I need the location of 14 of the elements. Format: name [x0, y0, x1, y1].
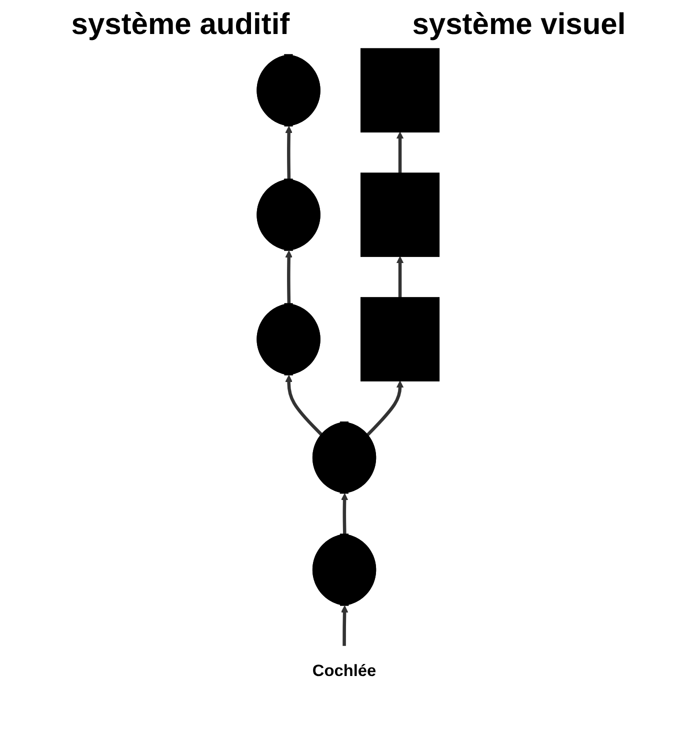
arrow: [341, 605, 349, 646]
arrow: [341, 493, 349, 535]
node-box: [360, 172, 440, 257]
arrow: [396, 132, 404, 174]
section-heading: système visuel: [412, 8, 626, 42]
node-box: [360, 297, 440, 382]
section-heading: système auditif: [71, 8, 290, 42]
arrow: [286, 126, 293, 180]
arrow: [366, 380, 404, 436]
arrow: [286, 374, 324, 436]
node-text: Cochlée: [312, 662, 376, 680]
arrow: [396, 256, 404, 298]
node-box: [360, 48, 440, 132]
arrow: [286, 250, 293, 304]
